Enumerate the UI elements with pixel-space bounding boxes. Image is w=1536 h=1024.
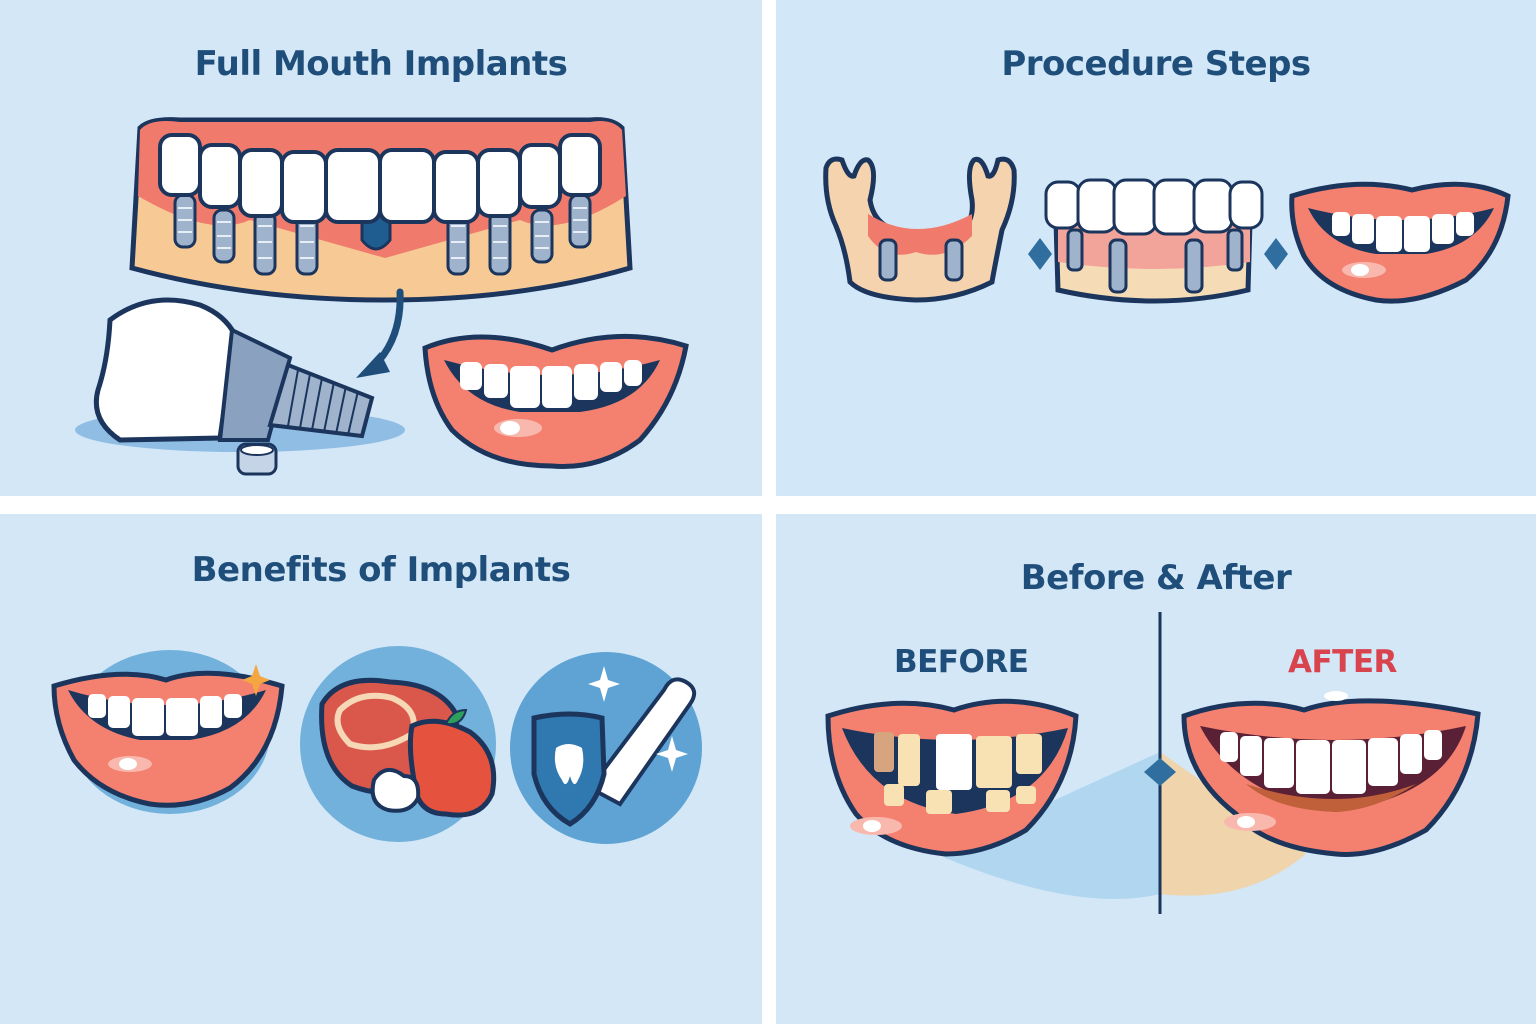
panel-title: Benefits of Implants bbox=[191, 550, 571, 590]
single-implant-crown-icon bbox=[93, 297, 375, 443]
panel-benefits-of-implants: Benefits of Implants bbox=[0, 514, 762, 1024]
before-label: BEFORE bbox=[894, 644, 1029, 680]
damaged-teeth-smile-icon bbox=[825, 698, 1079, 857]
benefits-illustration bbox=[51, 646, 702, 844]
full-mouth-implants-illustration bbox=[75, 117, 689, 476]
finished-smile-icon bbox=[1289, 181, 1511, 304]
steak-and-apple-icon bbox=[300, 646, 497, 842]
shield-tooth-bone-icon bbox=[510, 652, 702, 844]
panel-title: Full Mouth Implants bbox=[194, 44, 568, 84]
lower-jaw-with-implants-icon bbox=[129, 117, 633, 303]
panel-procedure-steps: Procedure Steps bbox=[776, 0, 1536, 496]
denture-bridge-on-implants-icon bbox=[1044, 178, 1264, 304]
panel-full-mouth-implants: Full Mouth Implants bbox=[0, 0, 762, 496]
jawbone-with-implant-posts-icon bbox=[823, 156, 1017, 303]
diamond-connector-icon bbox=[1028, 238, 1052, 270]
implant-cap-icon bbox=[236, 442, 278, 476]
smiling-mouth-icon bbox=[422, 333, 689, 469]
before-after-illustration bbox=[825, 612, 1481, 914]
panel-before-after: Before & After BEFORE AFTER bbox=[776, 514, 1536, 1024]
sparkling-smile-icon bbox=[51, 650, 285, 814]
restored-teeth-smile-icon bbox=[1181, 691, 1481, 857]
panel-title: Before & After bbox=[1020, 558, 1292, 598]
panel-title: Procedure Steps bbox=[1001, 44, 1311, 84]
after-label: AFTER bbox=[1288, 644, 1397, 680]
diamond-connector-icon bbox=[1264, 238, 1288, 270]
arrow-icon bbox=[356, 288, 404, 378]
procedure-steps-illustration bbox=[823, 156, 1511, 304]
